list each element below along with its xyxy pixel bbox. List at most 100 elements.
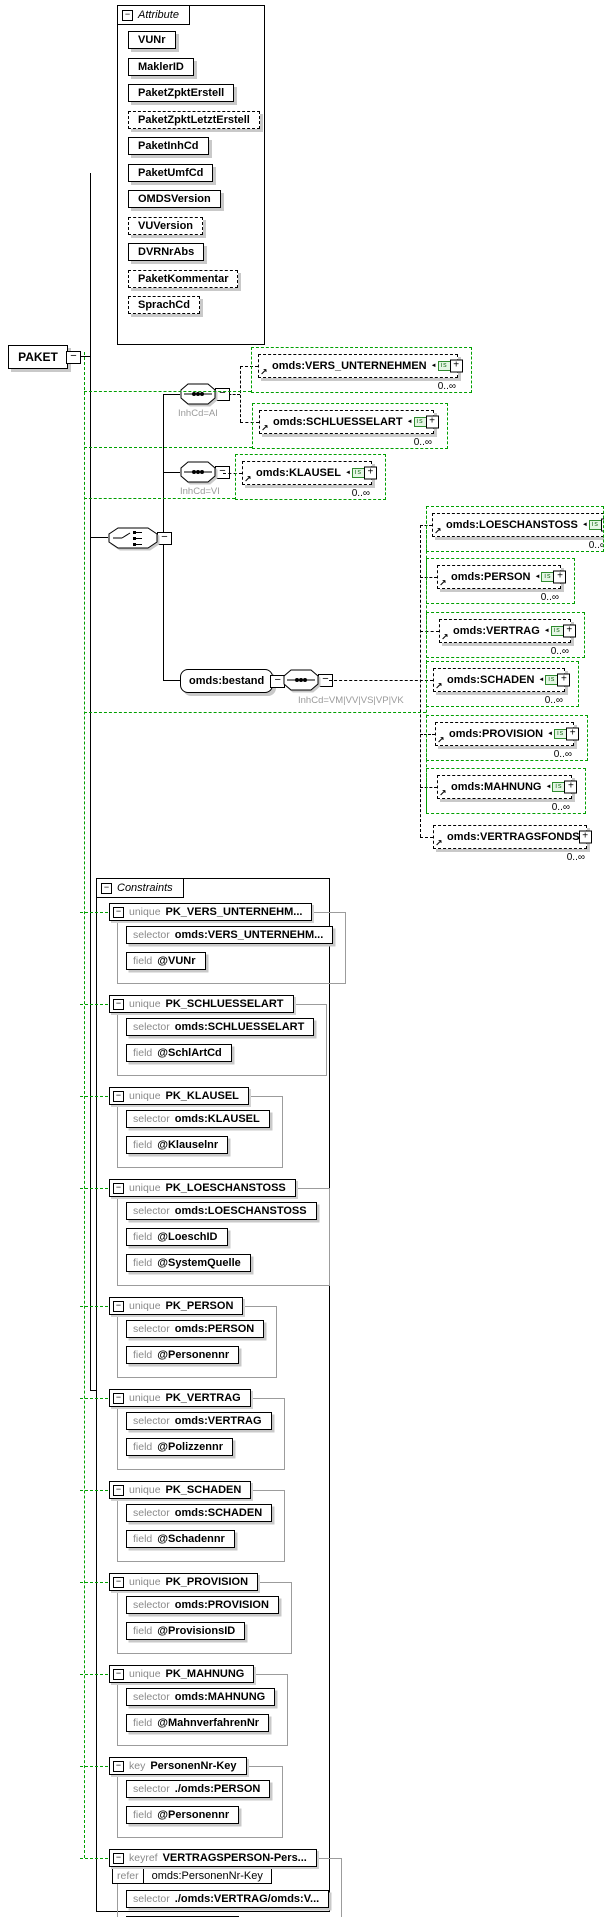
field-row[interactable]: field@Personennr <box>126 1806 240 1824</box>
element-vertrag[interactable]: ↗omds:VERTRAG◄is+ <box>439 619 576 643</box>
connector-line <box>240 366 241 422</box>
field-row[interactable]: field@SchlArtCd <box>126 1044 232 1062</box>
collapse-icon[interactable]: − <box>113 1668 124 1680</box>
selector-row[interactable]: selector./omds:PERSON <box>126 1780 271 1798</box>
collapse-icon[interactable]: − <box>270 675 286 688</box>
element-provision[interactable]: ↗omds:PROVISION◄is+ <box>435 722 580 746</box>
element-loeschanstoss[interactable]: ↗omds:LOESCHANSTOSS◄is+ <box>432 513 604 537</box>
attribute-dvrnrabs[interactable]: DVRNrAbs <box>128 243 205 261</box>
element-bestand-label: omds:bestand <box>189 675 265 687</box>
element-mahnung[interactable]: ↗omds:MAHNUNG◄is+ <box>437 775 578 799</box>
collapse-icon[interactable]: − <box>113 998 124 1010</box>
connector-line <box>420 631 439 632</box>
sequence-compositor-vi[interactable]: − <box>180 461 230 483</box>
constraint-name: PK_VERTRAG <box>165 1392 241 1404</box>
collapse-icon[interactable]: − <box>113 1484 124 1496</box>
selector-row[interactable]: selector./omds:VERTRAG/omds:V... <box>126 1890 330 1908</box>
attribute-vuversion[interactable]: VUVersion <box>128 216 204 235</box>
collapse-icon[interactable]: − <box>157 531 172 545</box>
collapse-icon[interactable]: − <box>113 906 124 918</box>
expand-icon[interactable]: + <box>564 780 578 794</box>
sequence-icon <box>180 383 216 405</box>
collapse-icon[interactable]: − <box>113 1090 124 1102</box>
expand-icon[interactable]: + <box>553 570 567 584</box>
field-row[interactable]: field@MahnverfahrenNr <box>126 1714 270 1732</box>
collapse-icon[interactable]: − <box>101 882 112 894</box>
field-row[interactable]: field@LoeschID <box>126 1228 228 1246</box>
element-schluesselart[interactable]: ↗omds:SCHLUESSELART◄is+ <box>259 410 439 434</box>
collapse-icon[interactable]: − <box>215 465 230 479</box>
field-row[interactable]: field@ProvisionsID <box>126 1622 246 1640</box>
field-row-value: @SystemQuelle <box>157 1257 241 1269</box>
expand-icon[interactable]: + <box>578 830 592 844</box>
expand-icon[interactable]: + <box>557 673 571 687</box>
field-row[interactable]: field@SystemQuelle <box>126 1254 251 1272</box>
choice-compositor[interactable]: − <box>108 527 172 549</box>
field-row-value: @ProvisionsID <box>157 1625 236 1637</box>
attribute-vunr[interactable]: VUNr <box>128 31 176 49</box>
sequence-compositor-bestand[interactable]: − <box>283 669 333 691</box>
attribute-paketkommentar[interactable]: PaketKommentar <box>128 269 239 288</box>
collapse-icon[interactable]: − <box>113 1760 124 1772</box>
element-paket[interactable]: PAKET − <box>8 345 81 369</box>
refer-value: omds:PersonenNr-Key <box>151 1870 263 1882</box>
expand-icon[interactable]: + <box>363 466 377 480</box>
collapse-icon[interactable]: − <box>113 1576 124 1588</box>
occurrence-label: 0..∞ <box>351 488 370 499</box>
element-schaden[interactable]: ↗omds:SCHADEN◄is+ <box>433 668 571 692</box>
element-klausel[interactable]: ↗omds:KLAUSEL◄is+ <box>242 461 377 485</box>
element-person[interactable]: ↗omds:PERSON◄is+ <box>437 565 567 589</box>
element-bestand[interactable]: omds:bestand − <box>180 669 286 693</box>
attribute-paketumfcd[interactable]: PaketUmfCd <box>128 163 214 182</box>
attribute-sprachcd[interactable]: SprachCd <box>128 296 200 314</box>
element-vertragsfonds[interactable]: ↗omds:VERTRAGSFONDS+ <box>433 825 592 849</box>
constraint-link-line <box>80 1398 108 1399</box>
attribute-omdsversion[interactable]: OMDSVersion <box>128 190 221 208</box>
expand-icon[interactable]: + <box>566 727 580 741</box>
collapse-icon[interactable]: − <box>215 387 230 401</box>
collapse-icon[interactable]: − <box>113 1182 124 1194</box>
attribute-paketzpkterstell[interactable]: PaketZpktErstell <box>128 84 235 102</box>
collapse-icon[interactable]: − <box>113 1392 124 1404</box>
collapse-icon[interactable]: − <box>66 351 81 364</box>
occurrence-label: 0..∞ <box>544 695 563 706</box>
expand-icon[interactable]: + <box>425 415 439 429</box>
sequence-compositor-ai[interactable]: − <box>180 383 230 405</box>
element-vers_unternehmen[interactable]: ↗omds:VERS_UNTERNEHMEN◄is+ <box>258 354 463 378</box>
attribute-paketzpktletzterstell[interactable]: PaketZpktLetztErstell <box>128 110 260 129</box>
field-row[interactable]: field@Personennr <box>126 1346 240 1364</box>
expand-icon[interactable]: + <box>449 359 463 373</box>
field-row[interactable]: field@Polizzennr <box>126 1438 233 1456</box>
field-row[interactable]: field@Schadennr <box>126 1530 235 1548</box>
attribute-paketinhcd[interactable]: PaketInhCd <box>128 137 209 155</box>
collapse-icon[interactable]: − <box>113 1300 124 1312</box>
field-row[interactable]: field@VUNr <box>126 952 206 970</box>
expand-icon[interactable]: + <box>562 624 576 638</box>
attribute-maklerid[interactable]: MaklerID <box>128 57 194 76</box>
field-row[interactable]: field@Klauselnr <box>126 1136 229 1154</box>
collapse-icon[interactable]: − <box>113 1852 124 1864</box>
collapse-icon[interactable]: − <box>122 9 133 21</box>
expand-icon[interactable]: + <box>600 518 604 532</box>
